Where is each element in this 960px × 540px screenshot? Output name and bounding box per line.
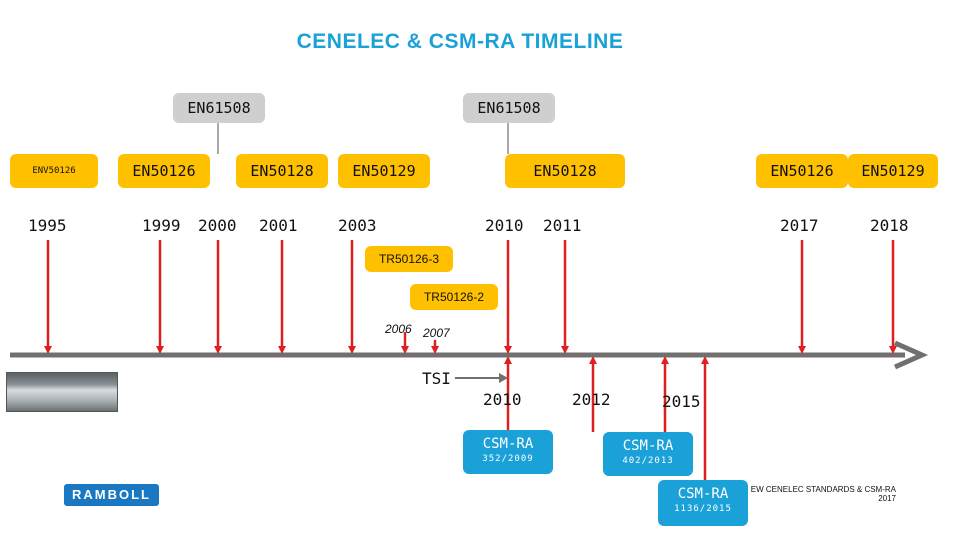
- group-en61508-a: EN61508: [173, 93, 265, 123]
- tr50126-3: TR50126-3: [365, 246, 453, 272]
- group-en61508-b: EN61508: [463, 93, 555, 123]
- std-en50126-2017: EN50126: [756, 154, 848, 188]
- std-env50126: ENV50126: [10, 154, 98, 188]
- metro-train-photo: [6, 372, 118, 412]
- year-1995: 1995: [28, 216, 67, 235]
- std-en50128-2011: EN50128: [505, 154, 625, 188]
- csm-ra-number: 402/2013: [603, 456, 693, 466]
- footer-line-2: 2017: [746, 494, 896, 503]
- std-en50126-1999: EN50126: [118, 154, 210, 188]
- csm-ra-402-2013: CSM-RA 402/2013: [603, 432, 693, 476]
- csm-ra-number: 352/2009: [463, 454, 553, 464]
- year-1999: 1999: [142, 216, 181, 235]
- tsi-label: TSI: [422, 369, 451, 388]
- year-2018: 2018: [870, 216, 909, 235]
- year-2006: 2006: [385, 322, 412, 336]
- csm-ra-352-2009: CSM-RA 352/2009: [463, 430, 553, 474]
- std-en50129-2018: EN50129: [848, 154, 938, 188]
- year-2010-bottom: 2010: [483, 390, 522, 409]
- year-2003: 2003: [338, 216, 377, 235]
- csm-ra-label: CSM-RA: [603, 432, 693, 454]
- ramboll-logo: RAMBOLL: [64, 484, 159, 506]
- year-2000: 2000: [198, 216, 237, 235]
- year-2011: 2011: [543, 216, 582, 235]
- std-en50129-2003: EN50129: [338, 154, 430, 188]
- year-2012: 2012: [572, 390, 611, 409]
- year-2017: 2017: [780, 216, 819, 235]
- year-2010-top: 2010: [485, 216, 524, 235]
- page-title: CENELEC & CSM-RA TIMELINE: [0, 30, 920, 54]
- year-2001: 2001: [259, 216, 298, 235]
- footer-line-1: EW CENELEC STANDARDS & CSM-RA: [746, 485, 896, 494]
- csm-ra-label: CSM-RA: [658, 480, 748, 502]
- year-2015: 2015: [662, 392, 701, 411]
- footer: EW CENELEC STANDARDS & CSM-RA 2017: [746, 485, 896, 503]
- std-en50128-2001: EN50128: [236, 154, 328, 188]
- year-2007: 2007: [423, 326, 450, 340]
- csm-ra-label: CSM-RA: [463, 430, 553, 452]
- csm-ra-number: 1136/2015: [658, 504, 748, 514]
- tr50126-2: TR50126-2: [410, 284, 498, 310]
- csm-ra-1136-2015: CSM-RA 1136/2015: [658, 480, 748, 526]
